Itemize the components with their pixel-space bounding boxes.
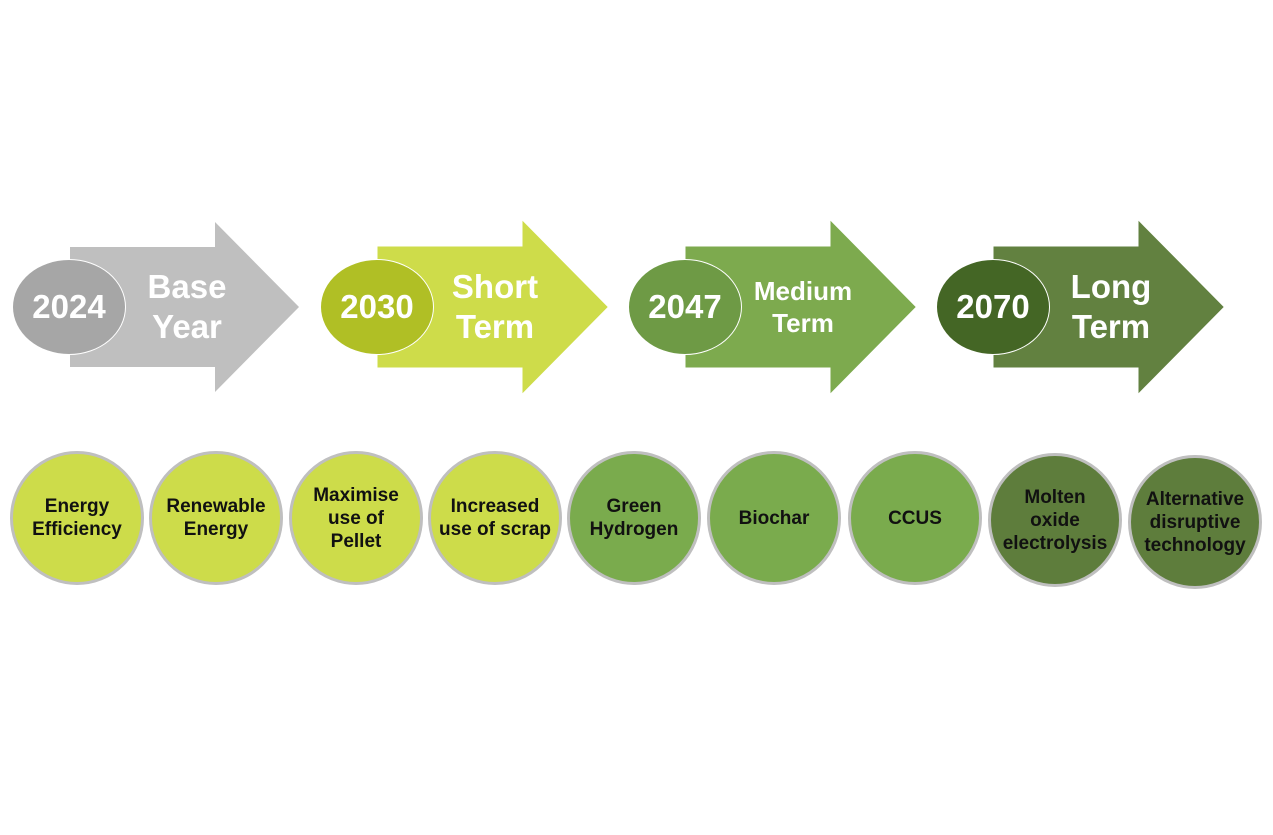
technology-label-line: disruptive	[1149, 511, 1241, 533]
technology-label-line: Maximise	[313, 484, 399, 506]
arrow-polygon	[685, 220, 916, 394]
technology-label-line: Increased	[450, 496, 540, 517]
year-badge: 2047	[628, 259, 742, 355]
arrow-polygon	[993, 220, 1224, 394]
stage-label-line: Medium	[753, 276, 853, 306]
stage-arrow-shape	[685, 220, 916, 394]
stage-label-line: Term	[772, 308, 834, 338]
year-badge: 2070	[936, 259, 1050, 355]
stage-label-line: Term	[455, 308, 535, 345]
arrow-polygon	[377, 220, 608, 394]
technology-label-line: CCUS	[888, 507, 942, 529]
arrow-polygon	[70, 222, 299, 392]
stage-label-line: Short	[451, 268, 539, 305]
technology-label-line: Energy	[44, 496, 110, 517]
technology-circle: Biochar	[707, 451, 841, 585]
technology-label-line: use of	[328, 507, 384, 529]
technology-label-line: Molten	[1024, 486, 1086, 508]
technology-label: Biochar	[739, 507, 810, 530]
stage-label-line: Long	[1070, 268, 1152, 305]
technology-label-line: electrolysis	[1002, 532, 1108, 554]
technology-label-line: technology	[1144, 534, 1246, 556]
technology-label: CCUS	[888, 507, 942, 530]
technology-label-line: Energy	[183, 519, 249, 540]
year-badge: 2024	[12, 259, 126, 355]
technology-label-line: Green	[606, 496, 662, 517]
technology-label-line: Alternative	[1145, 488, 1245, 510]
stage-label-line: Year	[152, 308, 222, 345]
technology-label-line: use of scrap	[439, 519, 551, 540]
technology-label-line: oxide	[1030, 509, 1080, 531]
technology-label-line: Biochar	[738, 507, 810, 529]
stage-label-line: Base	[147, 268, 227, 305]
technology-label-line: Pellet	[330, 530, 382, 552]
technology-label-line: Renewable	[166, 496, 266, 517]
technology-circle: CCUS	[848, 451, 982, 585]
stage-arrow-shape	[377, 220, 608, 394]
year-badge: 2030	[320, 259, 434, 355]
stage-label-line: Term	[1071, 308, 1151, 345]
stage-arrow-shape	[993, 220, 1224, 394]
technology-label-line: Hydrogen	[589, 519, 679, 540]
technology-label-line: Efficiency	[32, 519, 122, 540]
stage-arrow-shape	[70, 222, 299, 392]
